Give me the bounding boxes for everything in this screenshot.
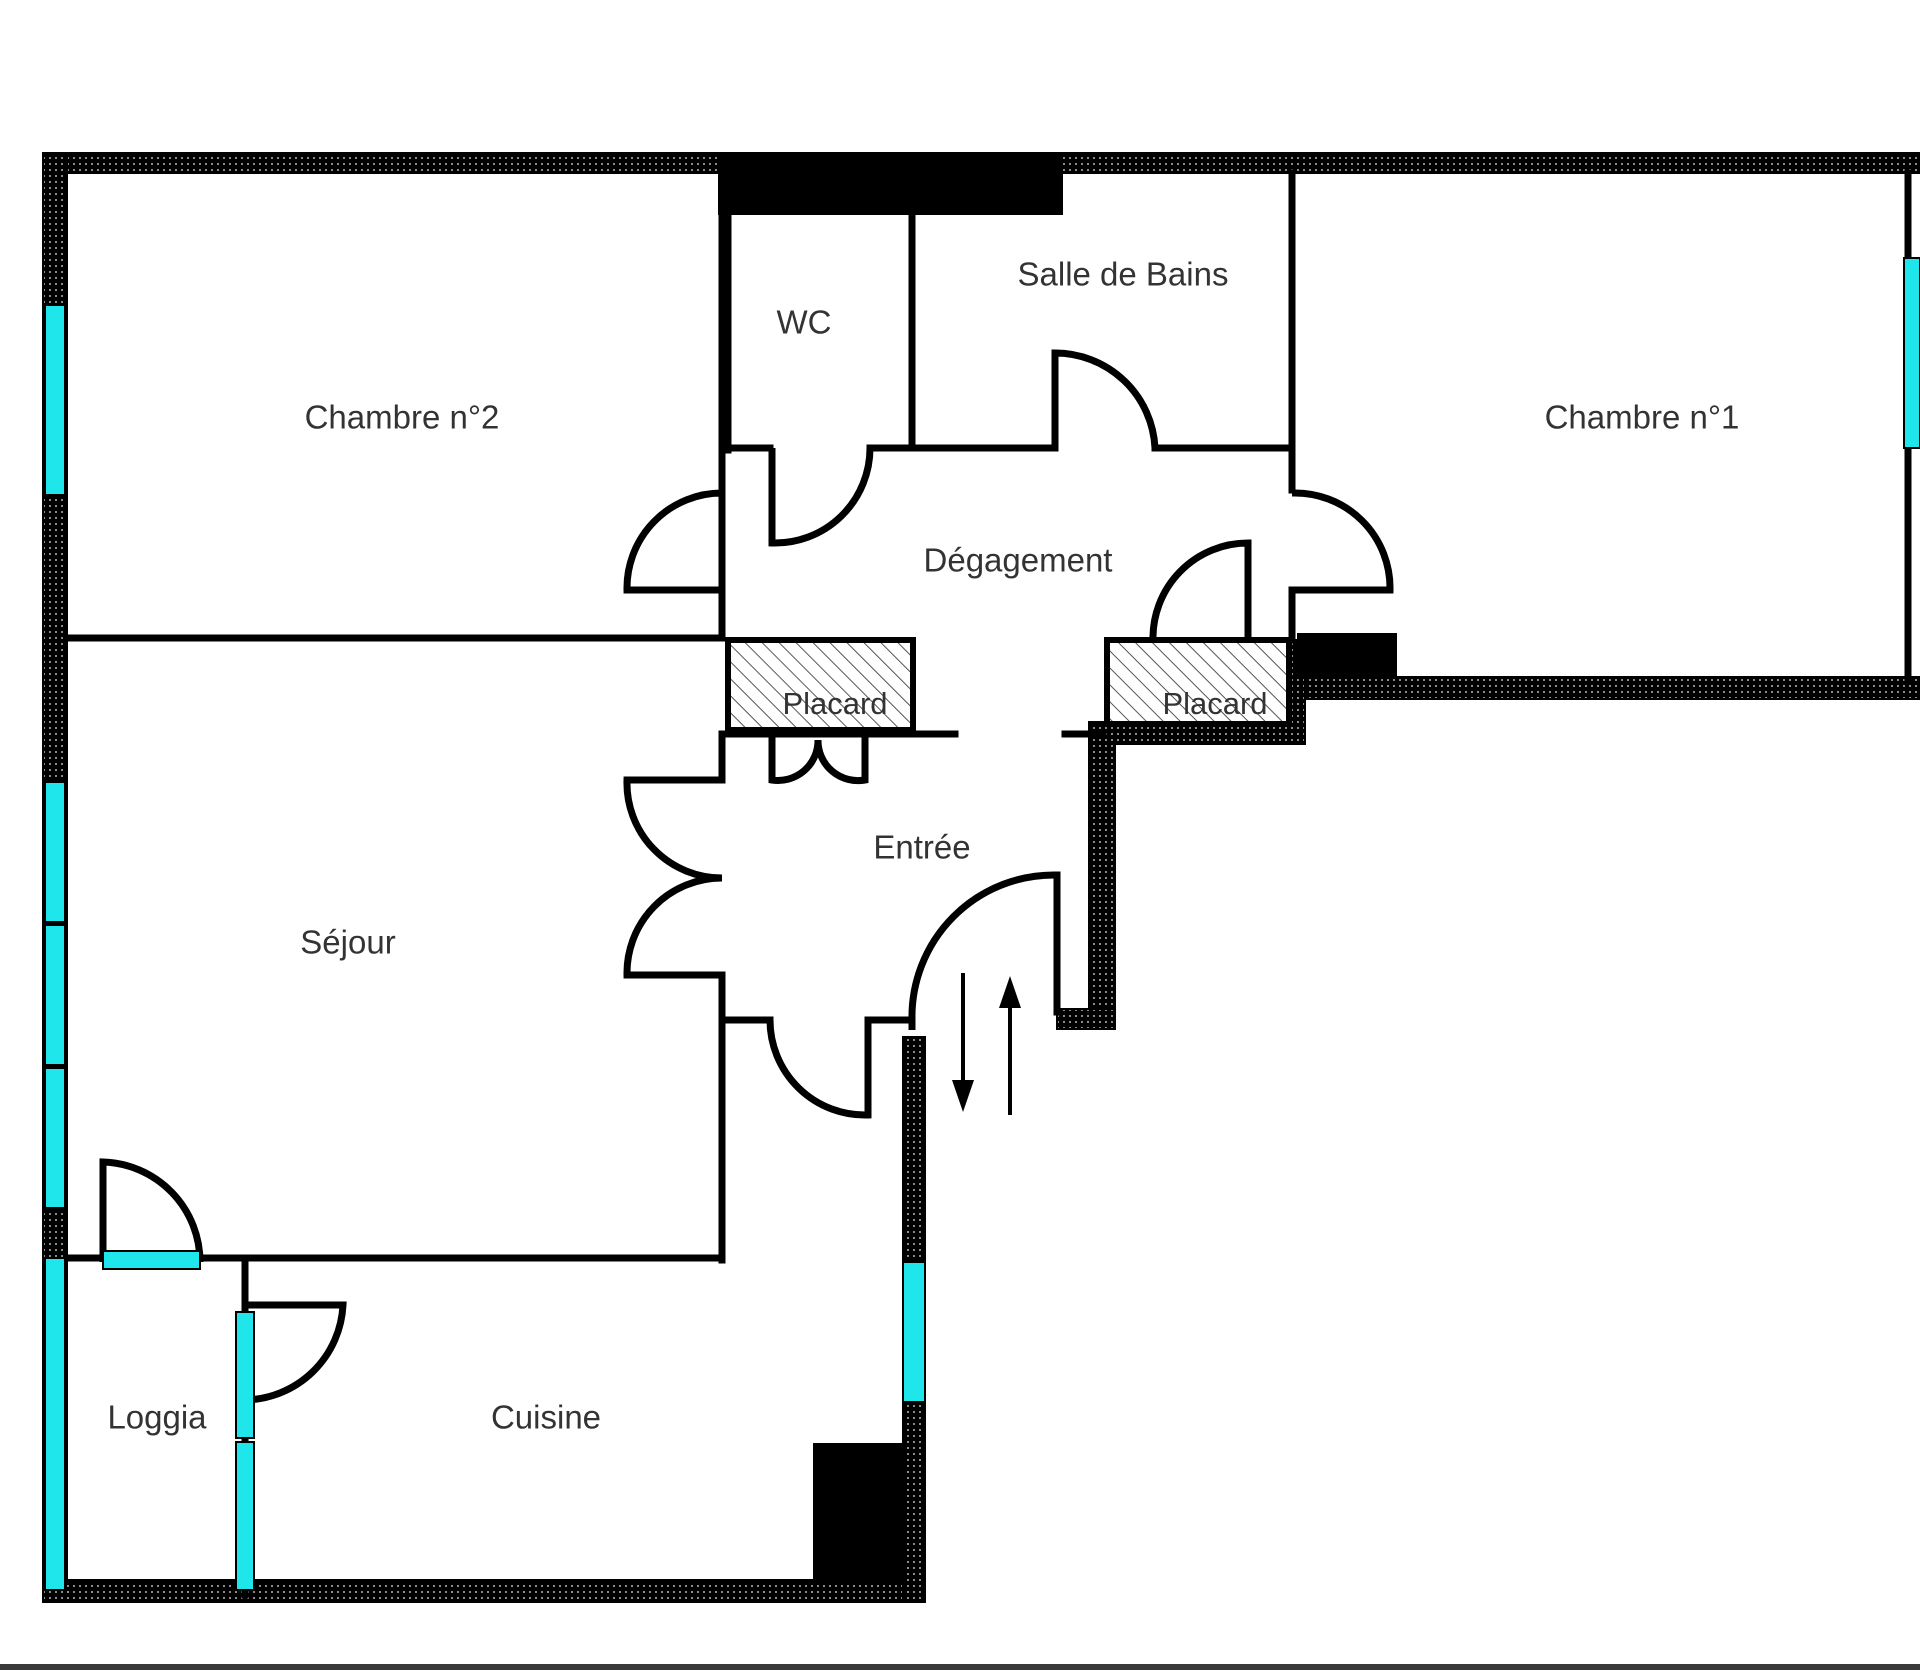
door-sejour-upper [623, 776, 723, 882]
label-cuisine: Cuisine [491, 1399, 601, 1436]
window-cuisine-loggia-1 [235, 1311, 255, 1439]
exterior-wall-bedroom1-bottom [1296, 676, 1920, 700]
exterior-wall-entree-bottom [1056, 1008, 1116, 1030]
door-entree-lower [766, 1019, 872, 1119]
door-loggia [99, 1158, 204, 1263]
label-sejour: Séjour [300, 924, 395, 961]
label-chambre1: Chambre n°1 [1545, 399, 1740, 436]
windows [44, 257, 1920, 1591]
label-placard-left: Placard [782, 686, 887, 721]
label-entree: Entrée [873, 829, 970, 866]
door-placard-right [1149, 539, 1252, 641]
frame-bottom-line [0, 1664, 1920, 1670]
door-placard-left [768, 734, 869, 785]
label-loggia: Loggia [107, 1399, 207, 1436]
door-chambre2 [623, 489, 726, 594]
window-loggia-door [102, 1250, 201, 1270]
doors [99, 349, 1394, 1599]
up-down-arrows-icon [952, 973, 1021, 1115]
window-cuisine-loggia-2 [235, 1441, 255, 1591]
exterior-wall-entree-right [1088, 721, 1116, 1028]
window-sejour-2 [44, 924, 66, 1066]
window-chambre1 [1903, 257, 1920, 449]
structural-blocks [718, 153, 1397, 1583]
label-chambre2: Chambre n°2 [305, 399, 500, 436]
label-degagement: Dégagement [924, 542, 1113, 579]
window-chambre2 [44, 304, 66, 496]
placards [725, 637, 1292, 738]
structure-block-top [718, 153, 1063, 215]
door-wc [768, 447, 874, 547]
window-sejour-1 [44, 781, 66, 923]
door-sdb [1051, 349, 1159, 449]
structure-block-kitchen [813, 1443, 906, 1583]
placard-left-area [725, 637, 916, 733]
placard-right-area [1104, 637, 1292, 727]
label-salle-de-bains: Salle de Bains [1018, 256, 1229, 293]
exterior-wall-bottom [42, 1579, 926, 1603]
label-placard-right: Placard [1162, 686, 1267, 721]
window-loggia [44, 1257, 66, 1591]
door-sejour-lower [623, 874, 723, 979]
room-labels: Chambre n°2 WC Salle de Bains Chambre n°… [107, 256, 1739, 1436]
door-main-entrance [908, 871, 1058, 1030]
door-chambre1 [1291, 489, 1394, 594]
label-wc: WC [777, 304, 832, 341]
window-cuisine [902, 1261, 926, 1403]
interior-walls [63, 169, 1912, 1309]
window-sejour-3 [44, 1067, 66, 1209]
door-cuisine [244, 1301, 347, 1404]
structure-block-bedroom1 [1297, 633, 1397, 679]
exterior-walls [42, 152, 1920, 1603]
